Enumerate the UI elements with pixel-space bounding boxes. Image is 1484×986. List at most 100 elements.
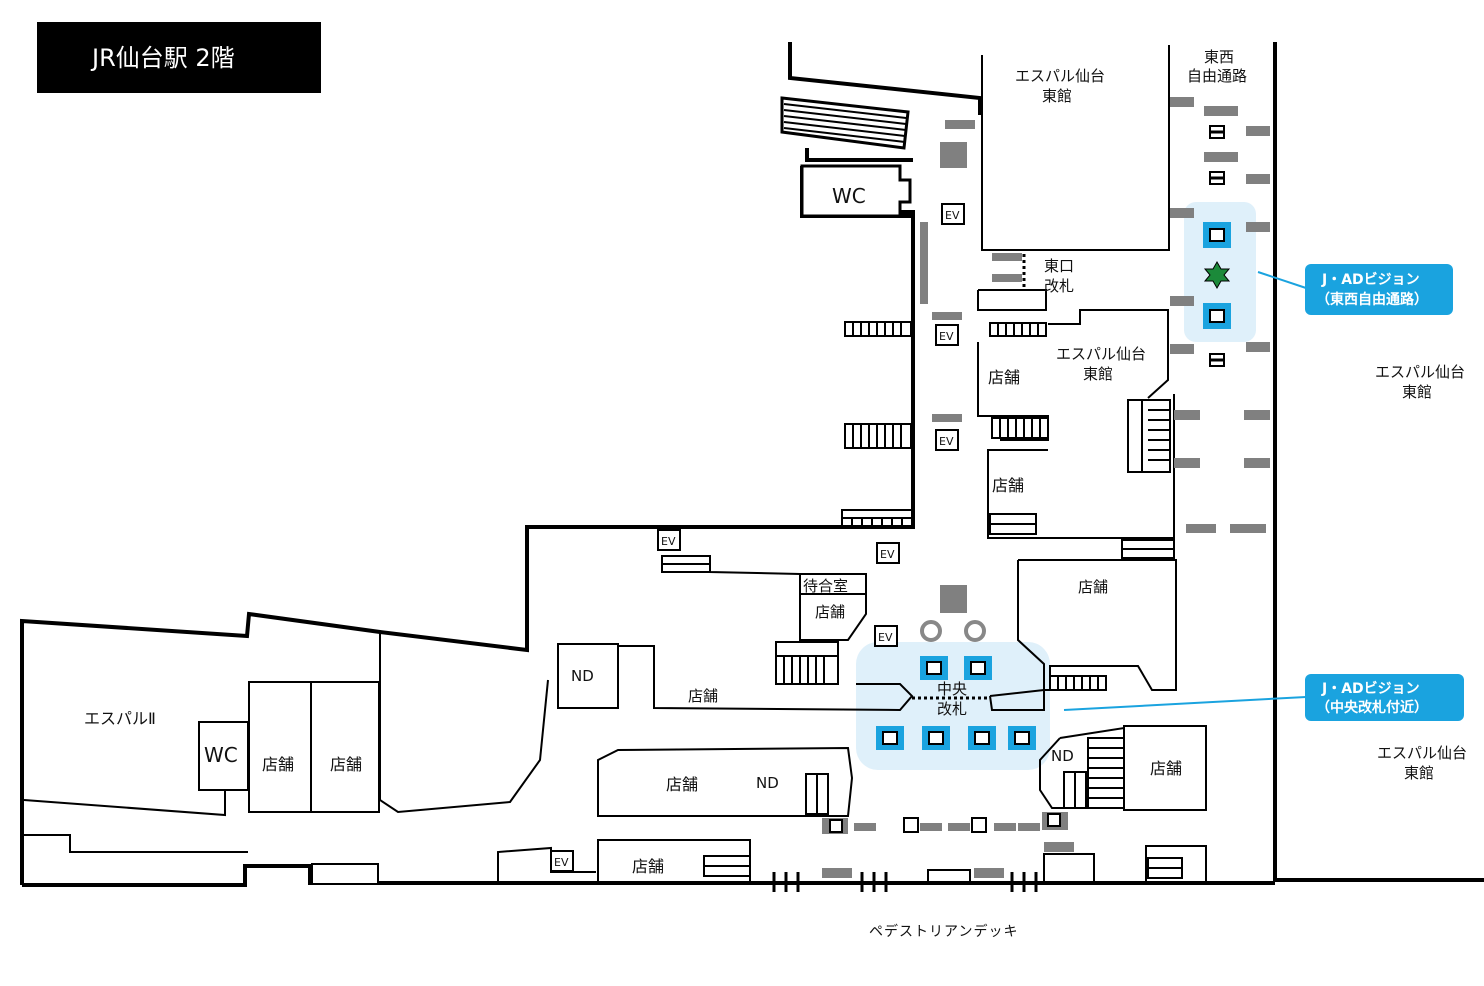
- stairs-1: [844, 321, 912, 337]
- left-inner-lines-2: [24, 834, 248, 853]
- label-shop-right-bottom: 店舗: [1150, 759, 1182, 778]
- label-shop-2: 店舗: [992, 476, 1024, 495]
- svg-text:EV: EV: [554, 856, 569, 869]
- svg-text:EV: EV: [939, 330, 954, 343]
- nd-label-1: ND: [571, 667, 594, 685]
- shop-right-bottom: [1123, 725, 1207, 811]
- espal-east-building-top: [981, 45, 1170, 251]
- svg-text:東館: 東館: [1404, 764, 1434, 782]
- left-building-inner: [379, 632, 549, 814]
- label-espal-east-right-1: エスパル仙台 東館: [1375, 363, 1465, 401]
- svg-text:EV: EV: [880, 548, 895, 561]
- svg-text:東西: 東西: [1204, 48, 1234, 66]
- vision-sign-icon: [968, 726, 996, 750]
- label-espal-east-top: エスパル仙台 東館: [1015, 67, 1105, 105]
- svg-text:（中央改札付近）: （中央改札付近）: [1316, 699, 1428, 716]
- stairs-waiting: [775, 641, 839, 685]
- stairs-2: [844, 423, 912, 449]
- wc-label: WC: [832, 184, 866, 208]
- escalator-top: [780, 96, 910, 150]
- label-shop-left-1: 店舗: [262, 755, 294, 774]
- shop-block-right-3: [1017, 559, 1177, 691]
- svg-text:中央: 中央: [937, 680, 967, 698]
- label-shop-1: 店舗: [988, 368, 1020, 387]
- shop-block-right-2: [987, 394, 1175, 539]
- central-passage-right: [989, 688, 1045, 711]
- bottom-block-4: [927, 869, 971, 883]
- vision-sign-icon: [922, 726, 950, 750]
- label-shop-left-2: 店舗: [330, 755, 362, 774]
- vision-sign-icon: [920, 656, 948, 680]
- svg-text:改札: 改札: [937, 700, 967, 718]
- ev-1: EV: [941, 203, 965, 225]
- svg-text:エスパル仙台: エスパル仙台: [1015, 67, 1105, 85]
- espal-east-building-mid: [1048, 309, 1169, 399]
- label-shop-bottom-2: 店舗: [632, 857, 664, 876]
- callout-leader-central: [1063, 696, 1307, 711]
- label-shop-passage: 店舗: [688, 687, 718, 705]
- free-passage-markers: [1170, 97, 1270, 533]
- central-passage-shop: [618, 645, 914, 712]
- label-wc-left: WC: [204, 743, 238, 767]
- svg-text:J・ADビジョン: J・ADビジョン: [1321, 681, 1420, 697]
- svg-text:エスパル仙台: エスパル仙台: [1056, 345, 1146, 363]
- svg-text:EV: EV: [939, 435, 954, 448]
- shop-left-2: [310, 681, 380, 813]
- label-free-passage: 東西 自由通路: [1187, 48, 1247, 85]
- svg-text:東口: 東口: [1044, 257, 1074, 275]
- stairs-east-gate: [989, 322, 1047, 337]
- east-gate-label: 東口 改札: [1044, 257, 1074, 295]
- ev-3: EV: [935, 429, 959, 451]
- shop-left-1: [248, 681, 312, 813]
- label-shop-bottom-center: 店舗: [666, 775, 698, 794]
- svg-text:東館: 東館: [1042, 87, 1072, 105]
- pillar-marker-icon: [964, 620, 986, 642]
- vision-sign-icon: [1008, 726, 1036, 750]
- shop-block-right-1: [977, 342, 1049, 441]
- stairs-right-vertical: [1127, 399, 1171, 473]
- label-espal-2: エスパルⅡ: [84, 709, 156, 728]
- map-title: JR仙台駅 2階: [37, 22, 321, 93]
- svg-text:東館: 東館: [1402, 383, 1432, 401]
- vision-sign-icon: [876, 726, 904, 750]
- current-location-star-icon: [1203, 260, 1231, 290]
- pillars-center-passage: [920, 120, 1022, 613]
- ev-7: EV: [550, 850, 574, 872]
- label-central-gate: 中央 改札: [937, 680, 967, 718]
- wc-top: WC: [800, 164, 912, 218]
- shop-bottom-center: [597, 746, 854, 817]
- label-pedestrian-deck: ペデストリアンデッキ: [869, 923, 1018, 940]
- svg-text:EV: EV: [878, 631, 893, 644]
- svg-text:東館: 東館: [1083, 365, 1113, 383]
- label-espal-east-right-2: エスパル仙台 東館: [1377, 744, 1467, 782]
- callout-east-west[interactable]: J・ADビジョン （東西自由通路）: [1305, 264, 1453, 315]
- svg-text:（東西自由通路）: （東西自由通路）: [1316, 291, 1428, 308]
- map-title-text: JR仙台駅 2階: [90, 44, 235, 72]
- stairs-3: [841, 509, 913, 527]
- label-espal-east-mid: エスパル仙台 東館: [1056, 345, 1146, 383]
- ev-6: EV: [874, 625, 898, 647]
- vision-sign-icon: [1203, 303, 1231, 329]
- label-nd-right: ND: [1051, 747, 1074, 765]
- callout-central[interactable]: J・ADビジョン （中央改札付近）: [1305, 674, 1464, 721]
- ev-2: EV: [935, 324, 959, 346]
- svg-text:自由通路: 自由通路: [1187, 67, 1247, 85]
- bottom-right-block-1: [1043, 853, 1095, 883]
- svg-text:J・ADビジョン: J・ADビジョン: [1321, 272, 1420, 288]
- label-shop-3: 店舗: [1078, 578, 1108, 596]
- svg-text:改札: 改札: [1044, 277, 1074, 295]
- label-nd-center: ND: [756, 774, 779, 792]
- stairs-central-right: [1049, 675, 1107, 691]
- wc-left: [198, 721, 249, 791]
- bottom-block-3: [311, 863, 379, 885]
- pillar-marker-icon: [920, 620, 942, 642]
- svg-text:EV: EV: [661, 535, 676, 548]
- svg-text:EV: EV: [945, 209, 960, 222]
- stairs-nd-right: [1087, 737, 1125, 809]
- stairs-shop-1: [991, 417, 1049, 439]
- svg-text:店舗: 店舗: [815, 603, 845, 621]
- left-inner-lines: [23, 789, 249, 817]
- vision-sign-icon: [964, 656, 992, 680]
- waiting-room: 待合室 店舗: [799, 573, 867, 641]
